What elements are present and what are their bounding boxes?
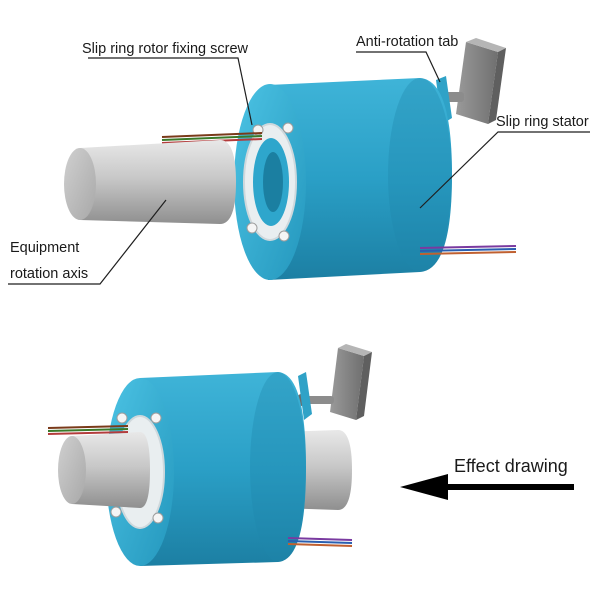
assembled-view: Effect drawing — [47, 344, 574, 566]
anti-rotation-tab-part — [404, 38, 506, 124]
label-anti-rotation-tab: Anti-rotation tab — [356, 34, 458, 50]
label-axis-line1: Equipment — [10, 240, 79, 256]
anti-rotation-tab-part-bottom — [297, 344, 372, 420]
stator-wires-top — [419, 245, 517, 255]
leader-rotor-screw — [88, 57, 253, 126]
equipment-shaft-bottom — [58, 432, 150, 508]
label-stator: Slip ring stator — [496, 114, 589, 130]
effect-arrow — [400, 474, 574, 500]
stator-wires-bottom — [287, 537, 353, 547]
leader-anti-rotation-tab — [356, 51, 441, 83]
rotor-wires-bottom — [47, 425, 129, 435]
label-axis-line2: rotation axis — [10, 266, 88, 282]
stator-body-top — [234, 78, 452, 280]
leader-stator — [419, 131, 590, 209]
label-effect-drawing: Effect drawing — [454, 456, 568, 476]
equipment-shaft-top — [64, 140, 236, 224]
leader-axis — [8, 199, 167, 285]
label-rotor-screw: Slip ring rotor fixing screw — [82, 41, 249, 57]
exploded-view: Slip ring rotor fixing screw Anti-rotati… — [8, 34, 590, 285]
